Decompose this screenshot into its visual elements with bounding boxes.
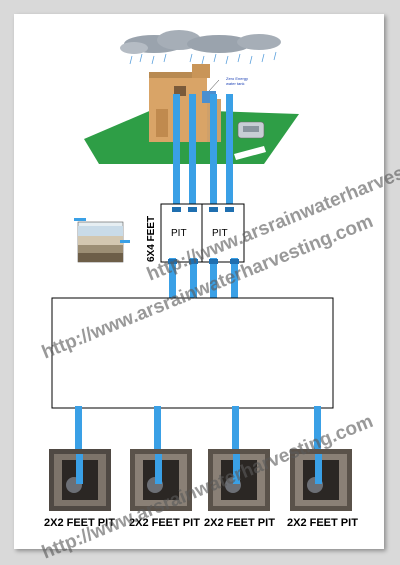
small-pit-label-2: 2X2 FEET PIT bbox=[129, 517, 200, 529]
downpipes bbox=[173, 94, 233, 214]
diagram-page: Zero Energy water tank 6X4 FEET PIT PIT … bbox=[14, 14, 400, 563]
cloud-icon bbox=[120, 30, 281, 54]
small-pit-2 bbox=[130, 449, 192, 511]
main-pit-cell-left: PIT bbox=[171, 228, 187, 239]
tank-label-line2: water tank bbox=[226, 81, 245, 86]
small-pit-label-3: 2X2 FEET PIT bbox=[204, 517, 275, 529]
small-pit-label-1: 2X2 FEET PIT bbox=[44, 517, 115, 529]
main-pit-cell-right: PIT bbox=[212, 228, 228, 239]
pit-outlet-joints bbox=[168, 259, 239, 264]
small-pit-1 bbox=[49, 449, 111, 511]
small-pit-label-4: 2X2 FEET PIT bbox=[287, 517, 358, 529]
rainwater-harvesting-diagram bbox=[49, 30, 352, 511]
filter-inset bbox=[74, 218, 130, 263]
recharge-pipes bbox=[75, 406, 321, 471]
rain-icon bbox=[129, 51, 277, 65]
pit-outlet-pipes bbox=[169, 258, 238, 306]
small-pit-4 bbox=[290, 449, 352, 511]
pump-icon bbox=[237, 121, 265, 139]
garden-path bbox=[234, 146, 266, 160]
main-pit-size-label: 6X4 FEET bbox=[146, 215, 157, 262]
pipe-joints bbox=[172, 207, 234, 212]
small-pit-3 bbox=[208, 449, 270, 511]
collection-pipe bbox=[51, 297, 334, 409]
main-pit bbox=[160, 203, 245, 263]
tank-label-line1: Zero Energy bbox=[226, 76, 249, 81]
